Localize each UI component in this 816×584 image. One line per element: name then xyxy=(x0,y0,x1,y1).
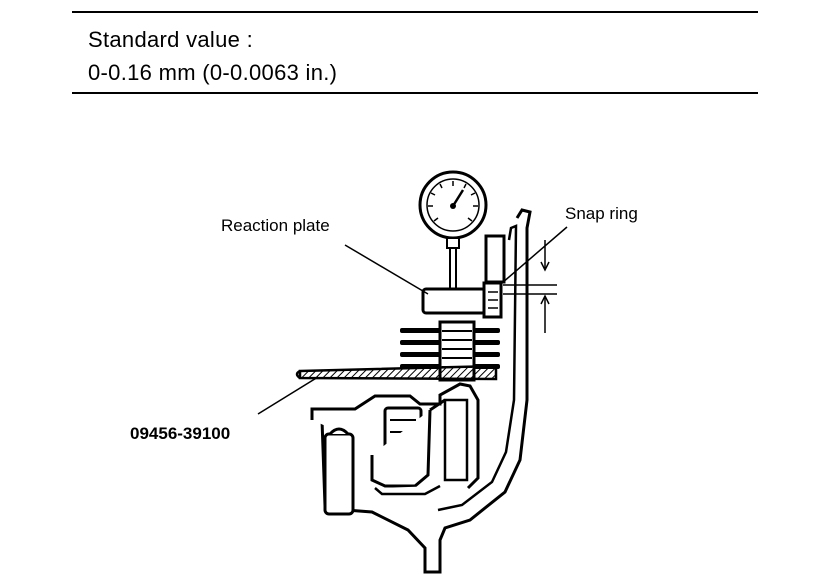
dial-gauge xyxy=(418,170,488,290)
tool-leader xyxy=(257,376,319,415)
standard-value-heading: Standard value : xyxy=(88,27,254,52)
snap-ring-label: Snap ring xyxy=(565,204,638,223)
standard-value-measurement: 0-0.16 mm (0-0.0063 in.) xyxy=(88,60,338,85)
reaction-plate-label: Reaction plate xyxy=(221,216,330,235)
reaction-plate-leader xyxy=(344,244,429,295)
snap-ring xyxy=(482,234,506,319)
piston-assembly xyxy=(310,382,480,516)
clearance-dimension xyxy=(503,240,557,333)
bottom-rule xyxy=(72,92,758,94)
feeler-gauge-tool xyxy=(295,364,498,381)
tool-number-label: 09456-39100 xyxy=(130,424,231,443)
snap-ring-leader xyxy=(501,226,568,284)
top-rule xyxy=(72,11,758,13)
reaction-plate xyxy=(421,287,487,315)
